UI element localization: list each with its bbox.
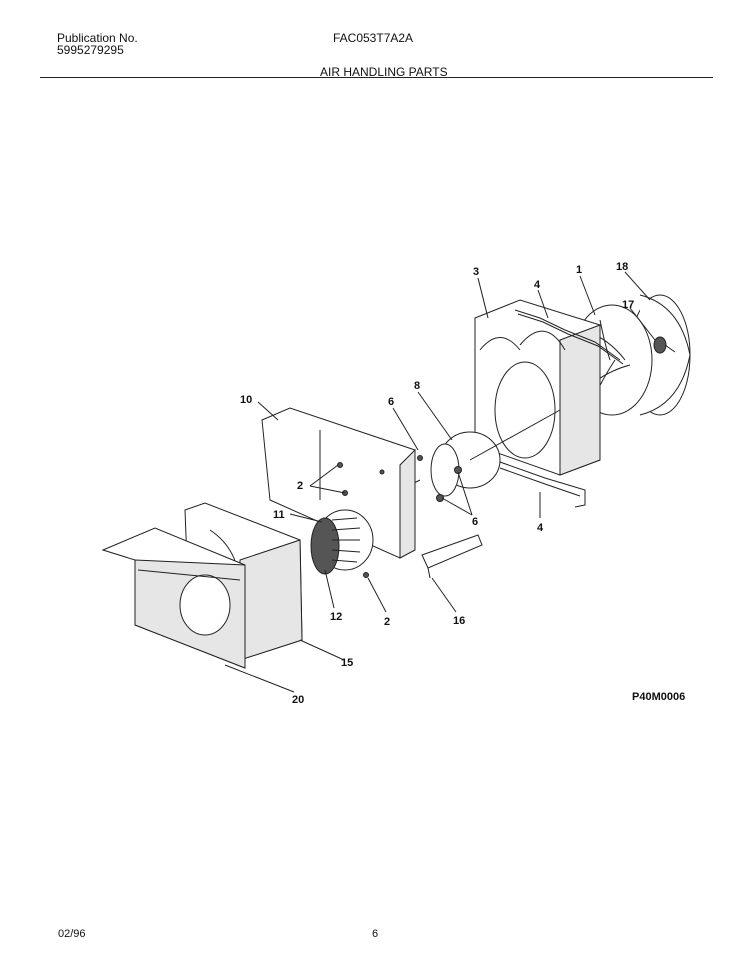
callout-4-upper: 4 bbox=[534, 279, 541, 291]
publication-label: Publication No. bbox=[57, 31, 138, 45]
leader-lines bbox=[224, 271, 656, 693]
callout-6-lower: 6 bbox=[472, 516, 478, 528]
motor-mount-bracket bbox=[261, 407, 423, 559]
screw-2-lower bbox=[363, 572, 369, 578]
drawing-id: P40M0006 bbox=[632, 691, 686, 703]
air-deck bbox=[101, 527, 246, 669]
publication-number: 5995279295 bbox=[57, 43, 124, 57]
section-title: AIR HANDLING PARTS bbox=[320, 65, 448, 79]
callout-8: 8 bbox=[414, 380, 420, 392]
callout-11: 11 bbox=[273, 509, 285, 521]
fan-motor bbox=[359, 409, 561, 511]
bottom-bracket bbox=[421, 534, 483, 579]
blower-wheel bbox=[310, 509, 374, 575]
bulkhead-panel bbox=[474, 299, 601, 476]
callout-10: 10 bbox=[240, 394, 252, 406]
model-number: FAC053T7A2A bbox=[333, 31, 414, 45]
callout-16: 16 bbox=[453, 615, 465, 627]
callout-15: 15 bbox=[341, 657, 353, 669]
callout-4-lower: 4 bbox=[537, 522, 544, 534]
callout-12: 12 bbox=[330, 611, 342, 623]
fan-hub-nut bbox=[653, 336, 676, 354]
callout-2-lower: 2 bbox=[384, 616, 390, 628]
callout-3: 3 bbox=[473, 266, 479, 278]
callout-17: 17 bbox=[622, 299, 634, 311]
gasket-top bbox=[514, 309, 624, 365]
callout-18: 18 bbox=[616, 261, 628, 273]
footer-date: 02/96 bbox=[58, 928, 86, 940]
callout-20: 20 bbox=[292, 694, 304, 706]
page-number: 6 bbox=[372, 928, 379, 940]
gasket-bottom bbox=[499, 461, 586, 508]
callout-6-upper: 6 bbox=[388, 396, 394, 408]
header-rule bbox=[40, 77, 713, 78]
callout-1: 1 bbox=[576, 264, 582, 276]
callout-2-upper: 2 bbox=[297, 480, 303, 492]
